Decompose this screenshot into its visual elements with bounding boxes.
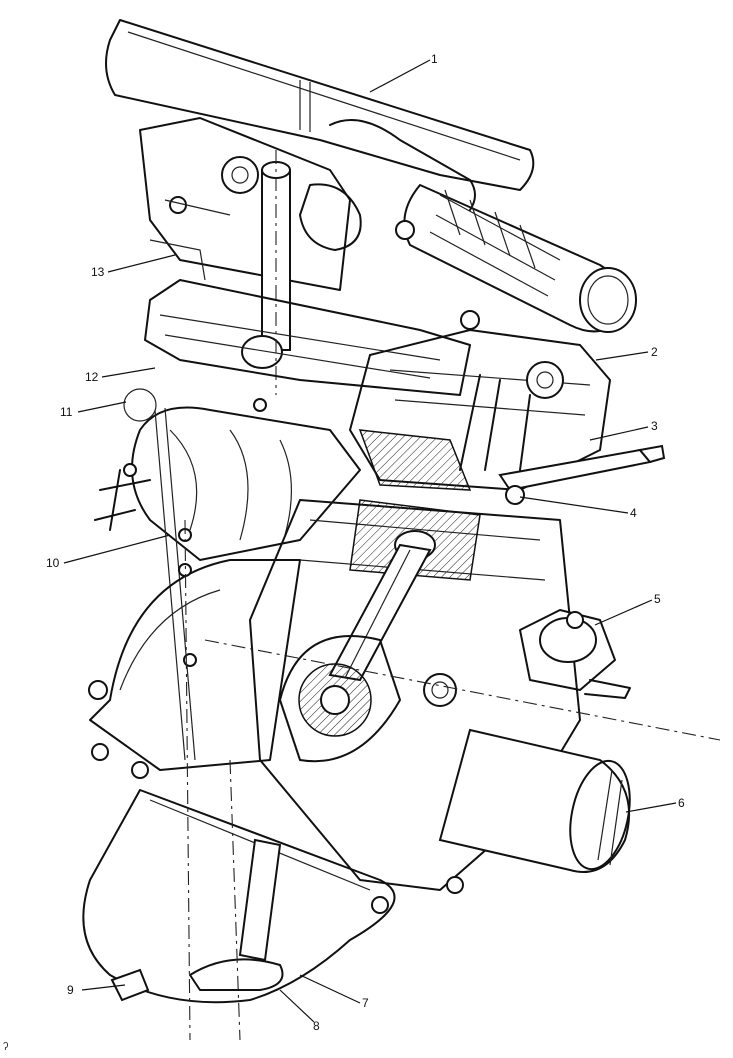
callout-9: 9 <box>67 983 74 997</box>
callout-8: 8 <box>313 1019 320 1033</box>
oil-sump <box>82 519 464 1041</box>
callout-leaders <box>63 59 677 1023</box>
exhaust-manifold <box>94 398 361 561</box>
callout-6: 6 <box>678 796 685 810</box>
oil-filter <box>438 728 631 873</box>
air-filter-housing <box>105 19 637 333</box>
callout-13: 13 <box>91 265 105 279</box>
carburettor <box>139 117 415 395</box>
spark-plug <box>498 444 666 505</box>
callout-10: 10 <box>46 556 60 570</box>
fuel-pump <box>519 609 631 699</box>
callout-12: 12 <box>85 370 99 384</box>
callouts: 1 2 3 4 5 6 7 8 9 10 11 12 13 ʔ <box>3 52 685 1053</box>
cylinder-block <box>204 499 721 891</box>
corner-mark: ʔ <box>3 1041 9 1053</box>
callout-2: 2 <box>651 345 658 359</box>
callout-3: 3 <box>651 419 658 433</box>
callout-5: 5 <box>654 592 661 606</box>
callout-4: 4 <box>630 506 637 520</box>
callout-11: 11 <box>60 405 73 419</box>
callout-1: 1 <box>431 52 438 66</box>
callout-7: 7 <box>362 996 369 1010</box>
intake-manifold <box>144 279 480 396</box>
cylinder-head <box>349 329 611 491</box>
crankcase <box>88 559 301 779</box>
